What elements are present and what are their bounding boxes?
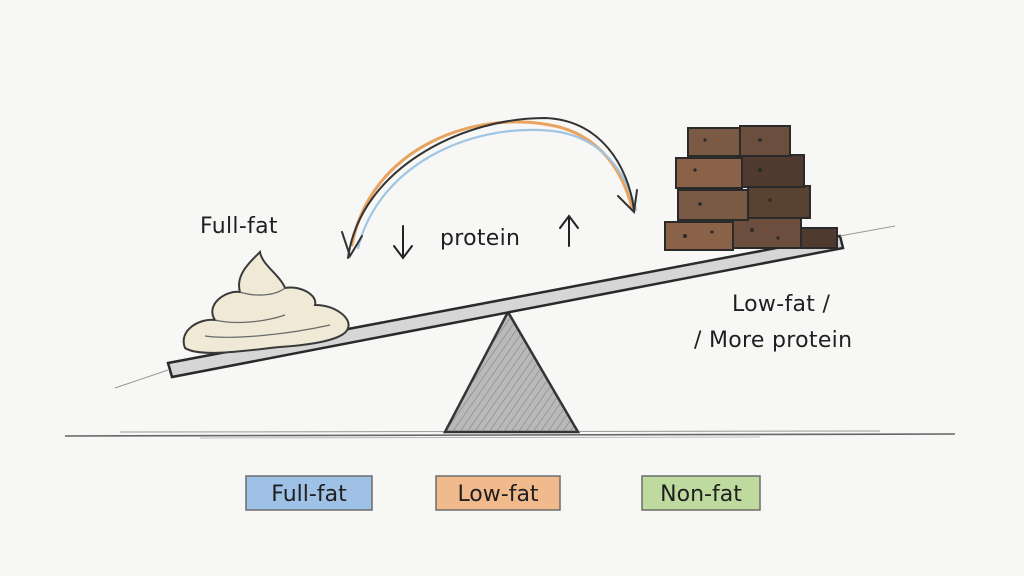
cream-dollop-icon: [182, 249, 350, 354]
label-low-fat: Low-fat /: [732, 292, 831, 317]
curved-arrow: [341, 116, 638, 259]
label-more-protein: / More protein: [694, 328, 852, 353]
legend-item-full-fat: Full-fat: [245, 475, 373, 511]
legend-label-non-fat: Non-fat: [660, 482, 742, 507]
legend-item-low-fat: Low-fat: [435, 475, 561, 511]
label-protein: protein: [440, 226, 520, 251]
legend-label-full-fat: Full-fat: [271, 482, 347, 507]
arrow-up-icon: [559, 214, 579, 247]
fulcrum-triangle: [442, 309, 581, 434]
legend: Full-fat Low-fat Non-fat: [245, 475, 761, 511]
arrow-down-icon: [393, 225, 413, 260]
brick-stack-icon: [664, 125, 838, 251]
legend-item-non-fat: Non-fat: [641, 475, 761, 511]
legend-label-low-fat: Low-fat: [457, 482, 538, 507]
seesaw-beam: [114, 225, 896, 389]
label-full-fat: Full-fat: [200, 214, 278, 239]
